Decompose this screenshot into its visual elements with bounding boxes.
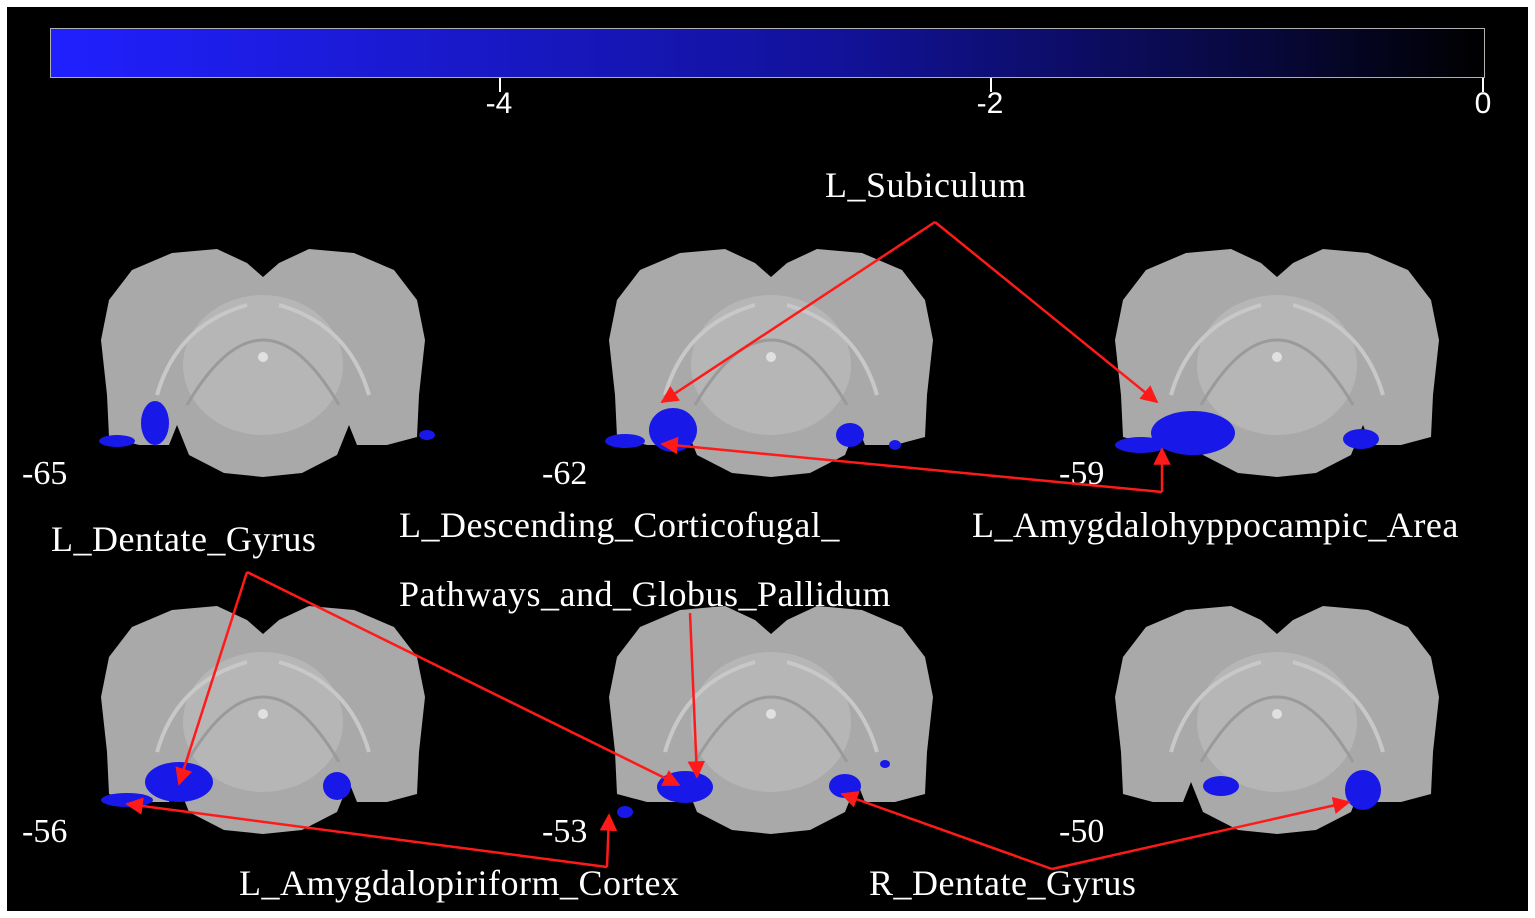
activation-cluster bbox=[145, 762, 213, 802]
brain-hippocampal-contour bbox=[1199, 338, 1355, 406]
activation-cluster bbox=[141, 401, 169, 445]
brain-hippocampal-contour bbox=[693, 695, 849, 763]
brain-central-canal bbox=[1272, 709, 1282, 719]
activation-cluster bbox=[649, 408, 697, 452]
colorbar-tick-label: -2 bbox=[976, 87, 1004, 120]
brain-white-matter bbox=[1169, 303, 1385, 396]
activation-cluster bbox=[99, 435, 135, 447]
activation-cluster bbox=[880, 760, 890, 768]
activation-cluster bbox=[1345, 770, 1381, 810]
brain-inner-structure bbox=[183, 295, 343, 435]
region-label-amygdalohippocampal: L_Amygdalohyppocampic_Area bbox=[972, 505, 1459, 545]
activation-cluster bbox=[617, 806, 633, 818]
region-label-dentate-left: L_Dentate_Gyrus bbox=[51, 519, 317, 559]
activation-cluster bbox=[836, 423, 864, 447]
brain-slice-image bbox=[1115, 606, 1439, 834]
activation-cluster bbox=[323, 772, 351, 800]
slice-coordinate-label: -53 bbox=[542, 813, 588, 850]
slice-coordinate-label: -62 bbox=[542, 455, 588, 492]
activation-cluster bbox=[1151, 411, 1235, 455]
slice-coordinate-label: -56 bbox=[22, 813, 68, 850]
brain-slice-image bbox=[101, 606, 425, 834]
brain-central-canal bbox=[766, 352, 776, 362]
colorbar-tick-label: 0 bbox=[1474, 87, 1492, 120]
brain-hippocampal-contour bbox=[185, 338, 341, 406]
colorbar bbox=[50, 28, 1485, 78]
colorbar-tick bbox=[499, 78, 501, 92]
slice-coordinate-label: -59 bbox=[1059, 455, 1105, 492]
colorbar-tick bbox=[990, 78, 992, 92]
brain-inner-structure bbox=[691, 295, 851, 435]
region-label-descending-line1: L_Descending_Corticofugal_ bbox=[399, 505, 840, 545]
colorbar-tick bbox=[1482, 78, 1484, 92]
activation-cluster bbox=[1115, 437, 1167, 453]
slice-coordinate-label: -50 bbox=[1059, 813, 1105, 850]
brain-white-matter bbox=[1169, 660, 1385, 753]
slice-coordinate-label: -65 bbox=[22, 455, 68, 492]
brain-slice-image bbox=[605, 249, 933, 477]
brain-slice-image bbox=[99, 249, 435, 477]
activation-cluster bbox=[889, 440, 901, 450]
brain-central-canal bbox=[258, 352, 268, 362]
activation-cluster bbox=[657, 771, 713, 803]
activation-cluster bbox=[419, 430, 435, 440]
activation-cluster bbox=[101, 793, 153, 807]
brain-slice-image bbox=[609, 606, 933, 834]
brain-inner-structure bbox=[1197, 295, 1357, 435]
activation-cluster bbox=[829, 774, 861, 798]
figure-canvas: -4 -2 0 -65 -62 -59 -56 -53 -50 L_Subicu… bbox=[7, 7, 1528, 911]
region-label-dentate-right: R_Dentate_Gyrus bbox=[869, 863, 1137, 903]
region-label-amygdalopiriform: L_Amygdalopiriform_Cortex bbox=[239, 863, 680, 903]
activation-cluster bbox=[605, 434, 645, 448]
brain-central-canal bbox=[258, 709, 268, 719]
region-label-subiculum: L_Subiculum bbox=[825, 165, 1027, 205]
activation-cluster bbox=[1203, 776, 1239, 796]
brain-hippocampal-contour bbox=[1199, 695, 1355, 763]
colorbar-tick-label: -4 bbox=[485, 87, 513, 120]
region-label-descending-line2: Pathways_and_Globus_Pallidum bbox=[399, 574, 891, 614]
activation-cluster bbox=[1343, 429, 1379, 449]
brain-slice-image bbox=[1115, 249, 1439, 477]
brain-inner-structure bbox=[1197, 652, 1357, 792]
brain-white-matter bbox=[155, 303, 371, 396]
brain-central-canal bbox=[1272, 352, 1282, 362]
brain-inner-structure bbox=[691, 652, 851, 792]
brain-central-canal bbox=[766, 709, 776, 719]
